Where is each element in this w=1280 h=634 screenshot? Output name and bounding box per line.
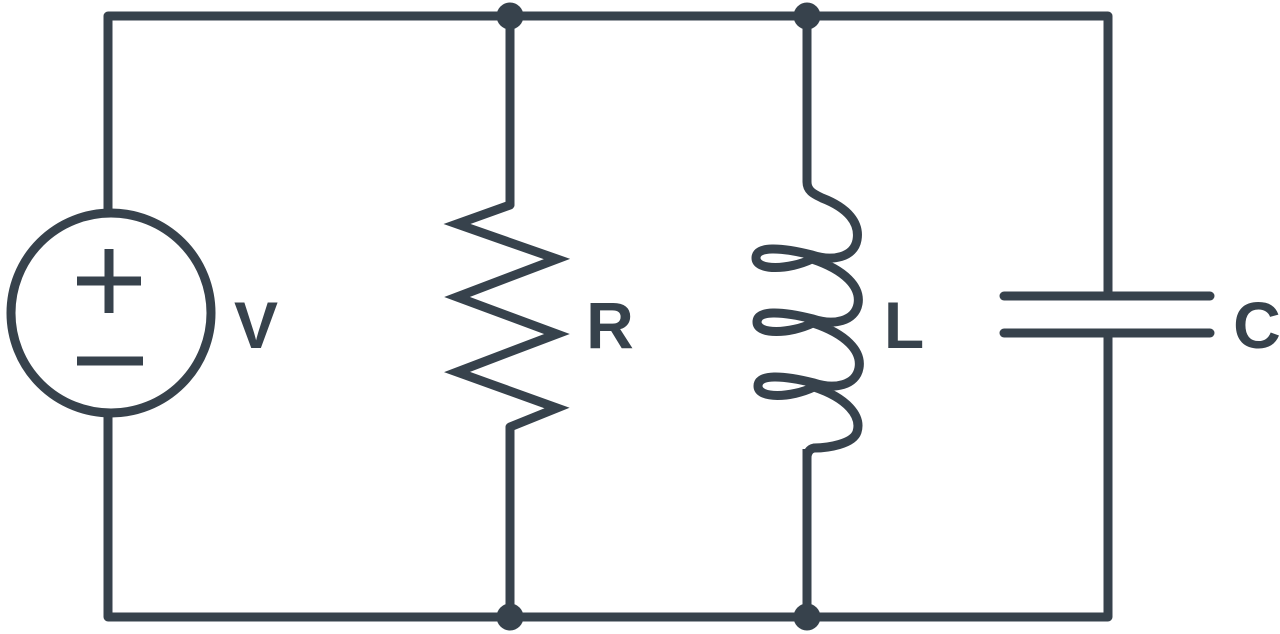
voltage-source-icon [6, 208, 216, 418]
junction-dot-bottom-right [793, 603, 821, 631]
inductor-icon [751, 177, 864, 463]
inductor-label: L [884, 288, 924, 362]
capacitor-icon [999, 291, 1215, 338]
wire-bottom-rail [103, 331, 1113, 622]
component-labels: V R L C [234, 288, 1280, 362]
capacitor-label: C [1233, 288, 1280, 362]
schematic-strokes [6, 11, 1215, 622]
voltage-source-circle [6, 208, 216, 418]
junction-dot-top-left [496, 2, 524, 30]
resistor-icon [443, 200, 571, 432]
wire-top-rail [103, 11, 1113, 298]
junction-dot-bottom-left [496, 603, 524, 631]
junction-dot-top-right [793, 2, 821, 30]
resistor-label: R [586, 288, 634, 362]
voltage-source-label: V [234, 288, 278, 362]
junction-dots [496, 2, 821, 631]
plus-sign-icon [77, 249, 141, 313]
